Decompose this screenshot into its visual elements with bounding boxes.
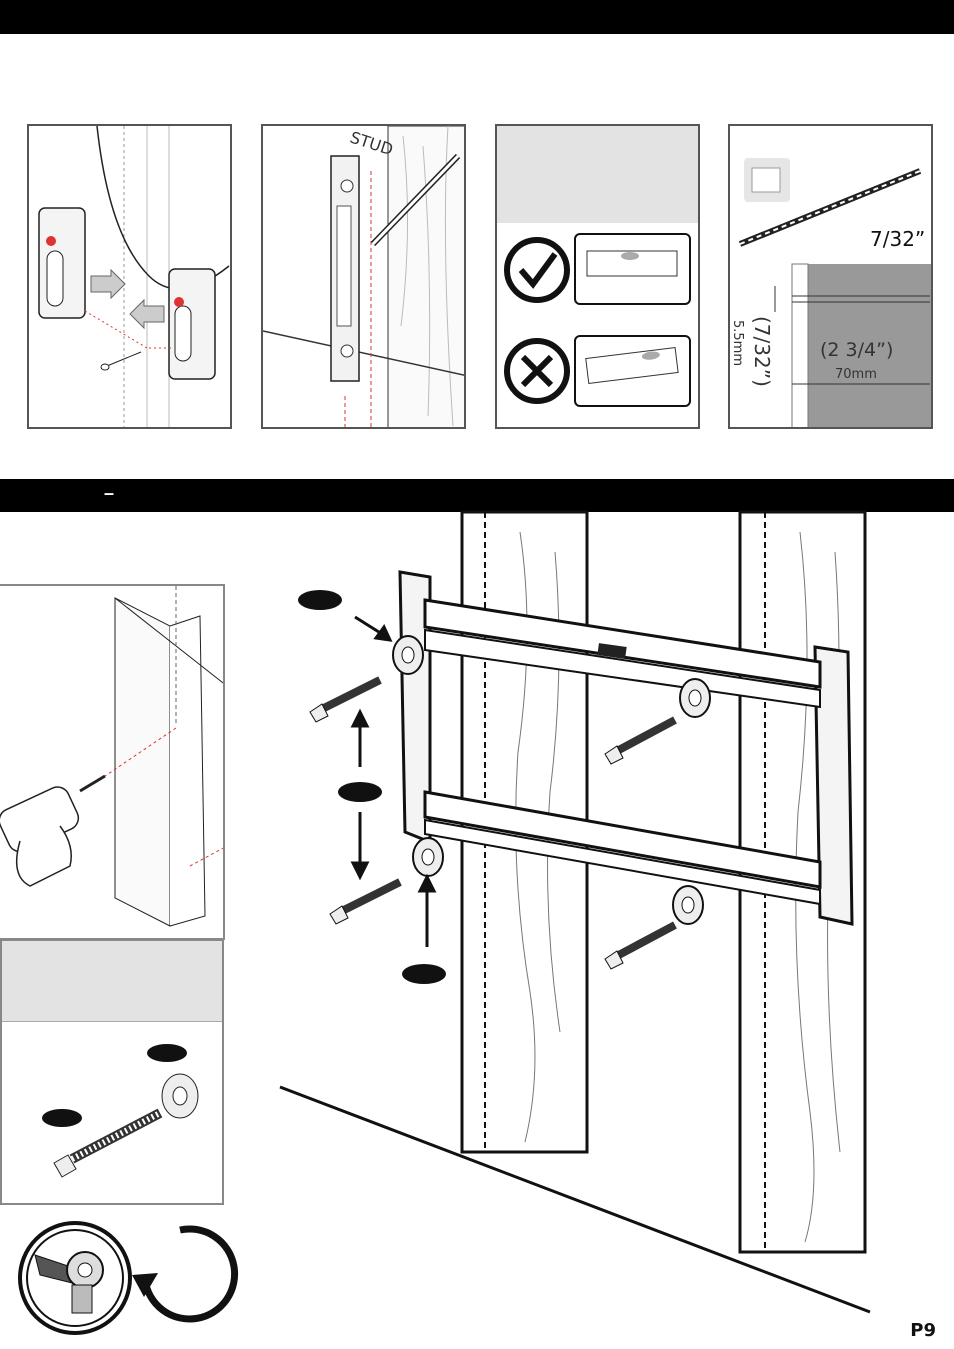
depth-mm: 70mm xyxy=(835,367,877,382)
wrench-icon xyxy=(20,1223,130,1333)
drill-bit-panel: 7/32” (7/32”) 5.5mm (2 3/4”) 70mm xyxy=(728,124,933,429)
hole-size-mm: 5.5mm xyxy=(730,320,745,366)
washer xyxy=(162,1074,198,1118)
badge-washer-top xyxy=(298,590,342,610)
drill-bit-illustration: 7/32” (7/32”) 5.5mm (2 3/4”) 70mm xyxy=(730,126,933,429)
tighten-instruction xyxy=(20,1215,260,1345)
hardware-panel xyxy=(0,939,224,1205)
bit-size-label: 7/32” xyxy=(870,227,925,251)
part-label-badge-washer xyxy=(147,1044,187,1062)
section-separator: – xyxy=(104,483,114,504)
stud-finder-illustration xyxy=(29,126,232,429)
wall-plate-mounting-illustration xyxy=(280,512,950,1332)
level-correct xyxy=(575,234,690,304)
page-number: P9 xyxy=(910,1320,936,1341)
mark-stud-illustration: STUD xyxy=(263,126,466,429)
level-incorrect xyxy=(575,336,690,406)
drill-hole-panel xyxy=(0,584,225,940)
level-check-illustration xyxy=(497,126,700,429)
clockwise-arrow-icon xyxy=(132,1229,235,1319)
check-circle-icon xyxy=(507,240,567,300)
stud-finder-panel xyxy=(27,124,232,429)
hardware-illustration xyxy=(2,941,224,1205)
drill-icon xyxy=(0,776,105,886)
x-circle-icon xyxy=(507,341,567,401)
depth-inch: (2 3/4”) xyxy=(820,339,893,361)
level-check-panel xyxy=(495,124,700,429)
drill-hole-illustration xyxy=(0,586,225,940)
header-bar xyxy=(0,0,954,34)
mark-stud-panel: STUD xyxy=(261,124,466,429)
badge-washer-bottom xyxy=(402,964,446,984)
hole-size-inch: (7/32”) xyxy=(750,316,774,387)
section-bar: – xyxy=(0,479,954,512)
part-label-badge-screw xyxy=(42,1109,82,1127)
badge-screw xyxy=(338,782,382,802)
